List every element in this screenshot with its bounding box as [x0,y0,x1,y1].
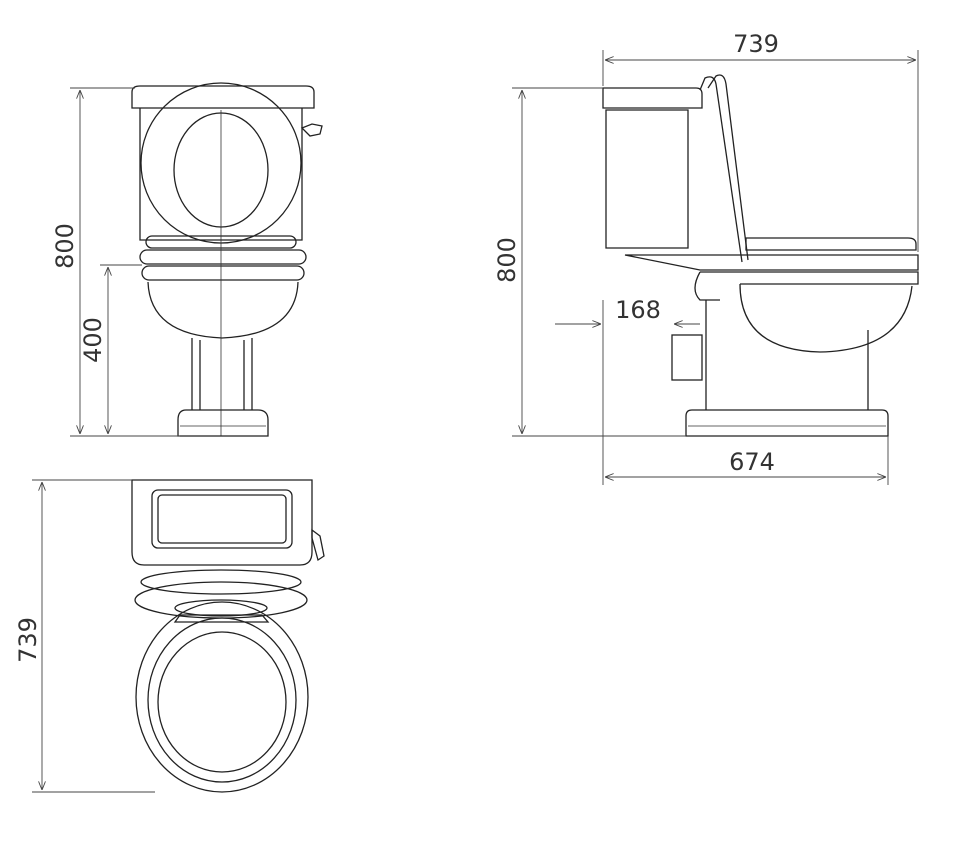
side-width-label: 739 [733,30,779,58]
side-offset-label: 168 [615,296,661,324]
front-seat-height-label: 400 [79,317,107,363]
side-view: 739 800 168 674 [493,30,919,485]
top-length-label: 739 [14,617,42,663]
top-view: 739 [14,479,325,793]
side-base-depth-label: 674 [729,448,775,476]
flush-lever-icon [300,123,323,137]
front-view: 800 400 [51,82,323,437]
flush-lever-icon [311,528,325,562]
side-height-label: 800 [493,237,521,283]
front-height-label: 800 [51,223,79,269]
